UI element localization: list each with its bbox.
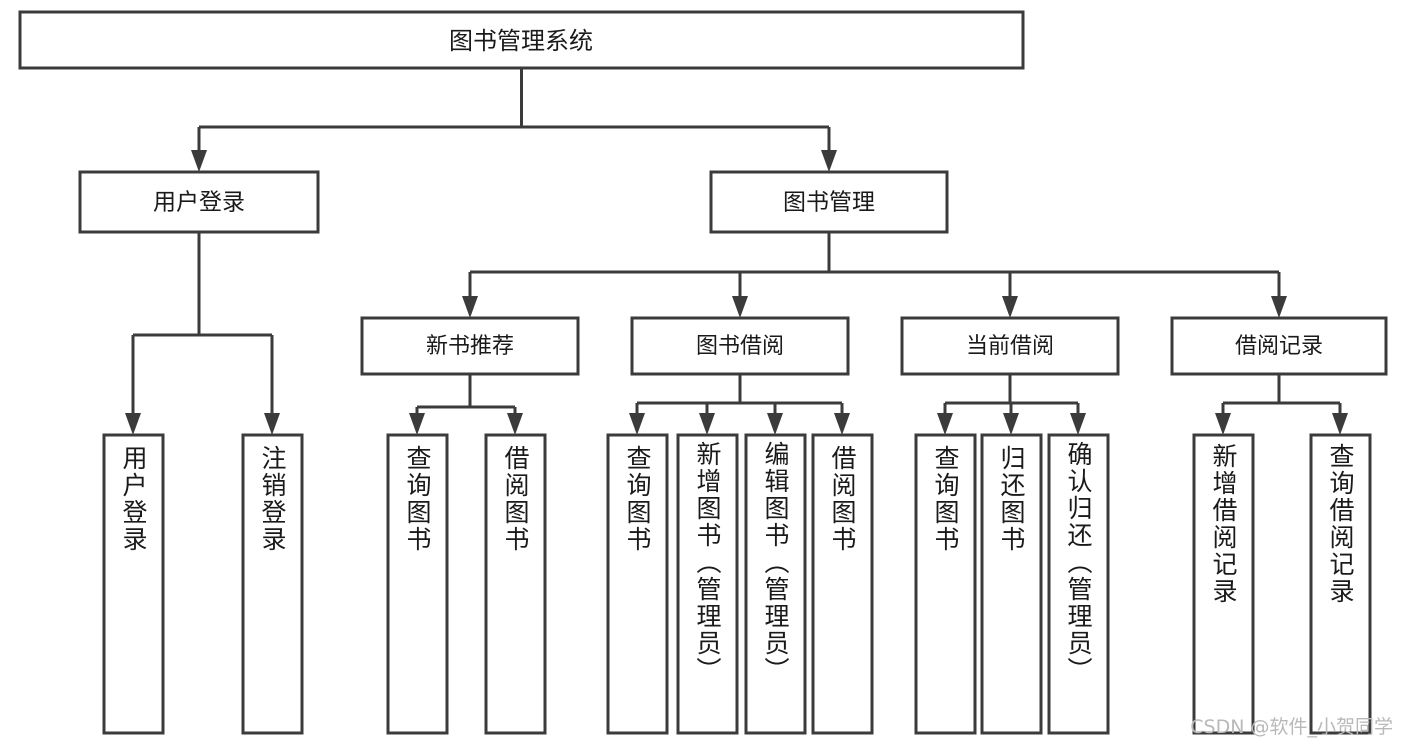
leaf-box-new-book-1[interactable] <box>484 433 547 735</box>
arrow-head-user-login <box>191 150 207 172</box>
arrow-head-current-borrow-leaf0 <box>937 413 953 435</box>
node-current-borrow-label: 当前借阅 <box>966 334 1054 359</box>
leaf-box-book-borrow-0[interactable] <box>606 433 669 735</box>
leaf-box-book-borrow-2[interactable] <box>744 433 807 735</box>
node-current-borrow[interactable]: 当前借阅 <box>900 316 1120 376</box>
node-book-management-box[interactable] <box>709 170 949 234</box>
leaf-box-book-borrow-1[interactable] <box>676 433 739 735</box>
leaf-box-book-borrow-3[interactable] <box>811 433 874 735</box>
node-root-label: 图书管理系统 <box>449 27 593 55</box>
leaf-box-current-borrow-2[interactable] <box>1047 433 1110 735</box>
arrow-head-book-borrow-leaf1 <box>699 413 715 435</box>
node-book-management[interactable]: 图书管理 <box>709 170 949 234</box>
arrow-head-book-mgmt <box>821 150 837 172</box>
node-book-borrow-label: 图书借阅 <box>696 334 784 359</box>
connectors-borrow-record-to-leaves <box>1215 374 1348 435</box>
node-root-box[interactable] <box>18 10 1025 70</box>
connectors-book-borrow-to-leaves <box>629 374 850 435</box>
arrow-head-user-login-leaf1 <box>264 413 280 435</box>
leaf-box-borrow-record-0[interactable] <box>1192 433 1255 735</box>
leaf-boxes <box>102 433 1372 735</box>
leaf-box-user-login-1[interactable] <box>241 433 304 735</box>
arrow-head-book-borrow-leaf3 <box>834 413 850 435</box>
node-user-login-label: 用户登录 <box>153 190 245 216</box>
node-book-borrow-box[interactable] <box>630 316 850 376</box>
arrow-head-user-login-leaf0 <box>125 413 141 435</box>
node-user-login[interactable]: 用户登录 <box>78 170 320 234</box>
connectors-current-borrow-to-leaves <box>937 374 1086 435</box>
leaf-box-user-login-0[interactable] <box>102 433 165 735</box>
arrow-head-book-borrow-leaf2 <box>767 413 783 435</box>
node-root[interactable]: 图书管理系统 <box>18 10 1025 70</box>
leaf-box-current-borrow-0[interactable] <box>914 433 977 735</box>
arrow-head-new-book-leaf0 <box>409 413 425 435</box>
node-new-book-recommend-label: 新书推荐 <box>426 334 514 359</box>
node-borrow-record-box[interactable] <box>1170 316 1388 376</box>
arrow-head-book-borrow <box>732 296 748 318</box>
leaf-box-current-borrow-1[interactable] <box>980 433 1043 735</box>
connectors-root-to-level2 <box>191 68 837 172</box>
arrow-head-book-borrow-leaf0 <box>629 413 645 435</box>
leaf-box-new-book-0[interactable] <box>386 433 449 735</box>
node-new-book-recommend[interactable]: 新书推荐 <box>360 316 580 376</box>
node-user-login-box[interactable] <box>78 170 320 234</box>
arrow-head-new-book-leaf1 <box>507 413 523 435</box>
node-book-borrow[interactable]: 图书借阅 <box>630 316 850 376</box>
node-current-borrow-box[interactable] <box>900 316 1120 376</box>
arrow-head-borrow-record <box>1271 296 1287 318</box>
arrow-head-current-borrow <box>1002 296 1018 318</box>
arrow-head-current-borrow-leaf1 <box>1003 413 1019 435</box>
connectors-new-book-to-leaves <box>409 374 523 435</box>
arrow-head-borrow-record-leaf0 <box>1215 413 1231 435</box>
node-new-book-recommend-box[interactable] <box>360 316 580 376</box>
arrow-head-borrow-record-leaf1 <box>1332 413 1348 435</box>
node-borrow-record[interactable]: 借阅记录 <box>1170 316 1388 376</box>
leaf-box-borrow-record-1[interactable] <box>1309 433 1372 735</box>
arrow-head-new-book <box>462 296 478 318</box>
connectors-user-login-to-leaves <box>125 232 280 435</box>
arrow-head-current-borrow-leaf2 <box>1070 413 1086 435</box>
connectors-book-mgmt-to-level3 <box>462 232 1287 318</box>
node-borrow-record-label: 借阅记录 <box>1235 334 1323 359</box>
node-book-management-label: 图书管理 <box>783 190 875 216</box>
